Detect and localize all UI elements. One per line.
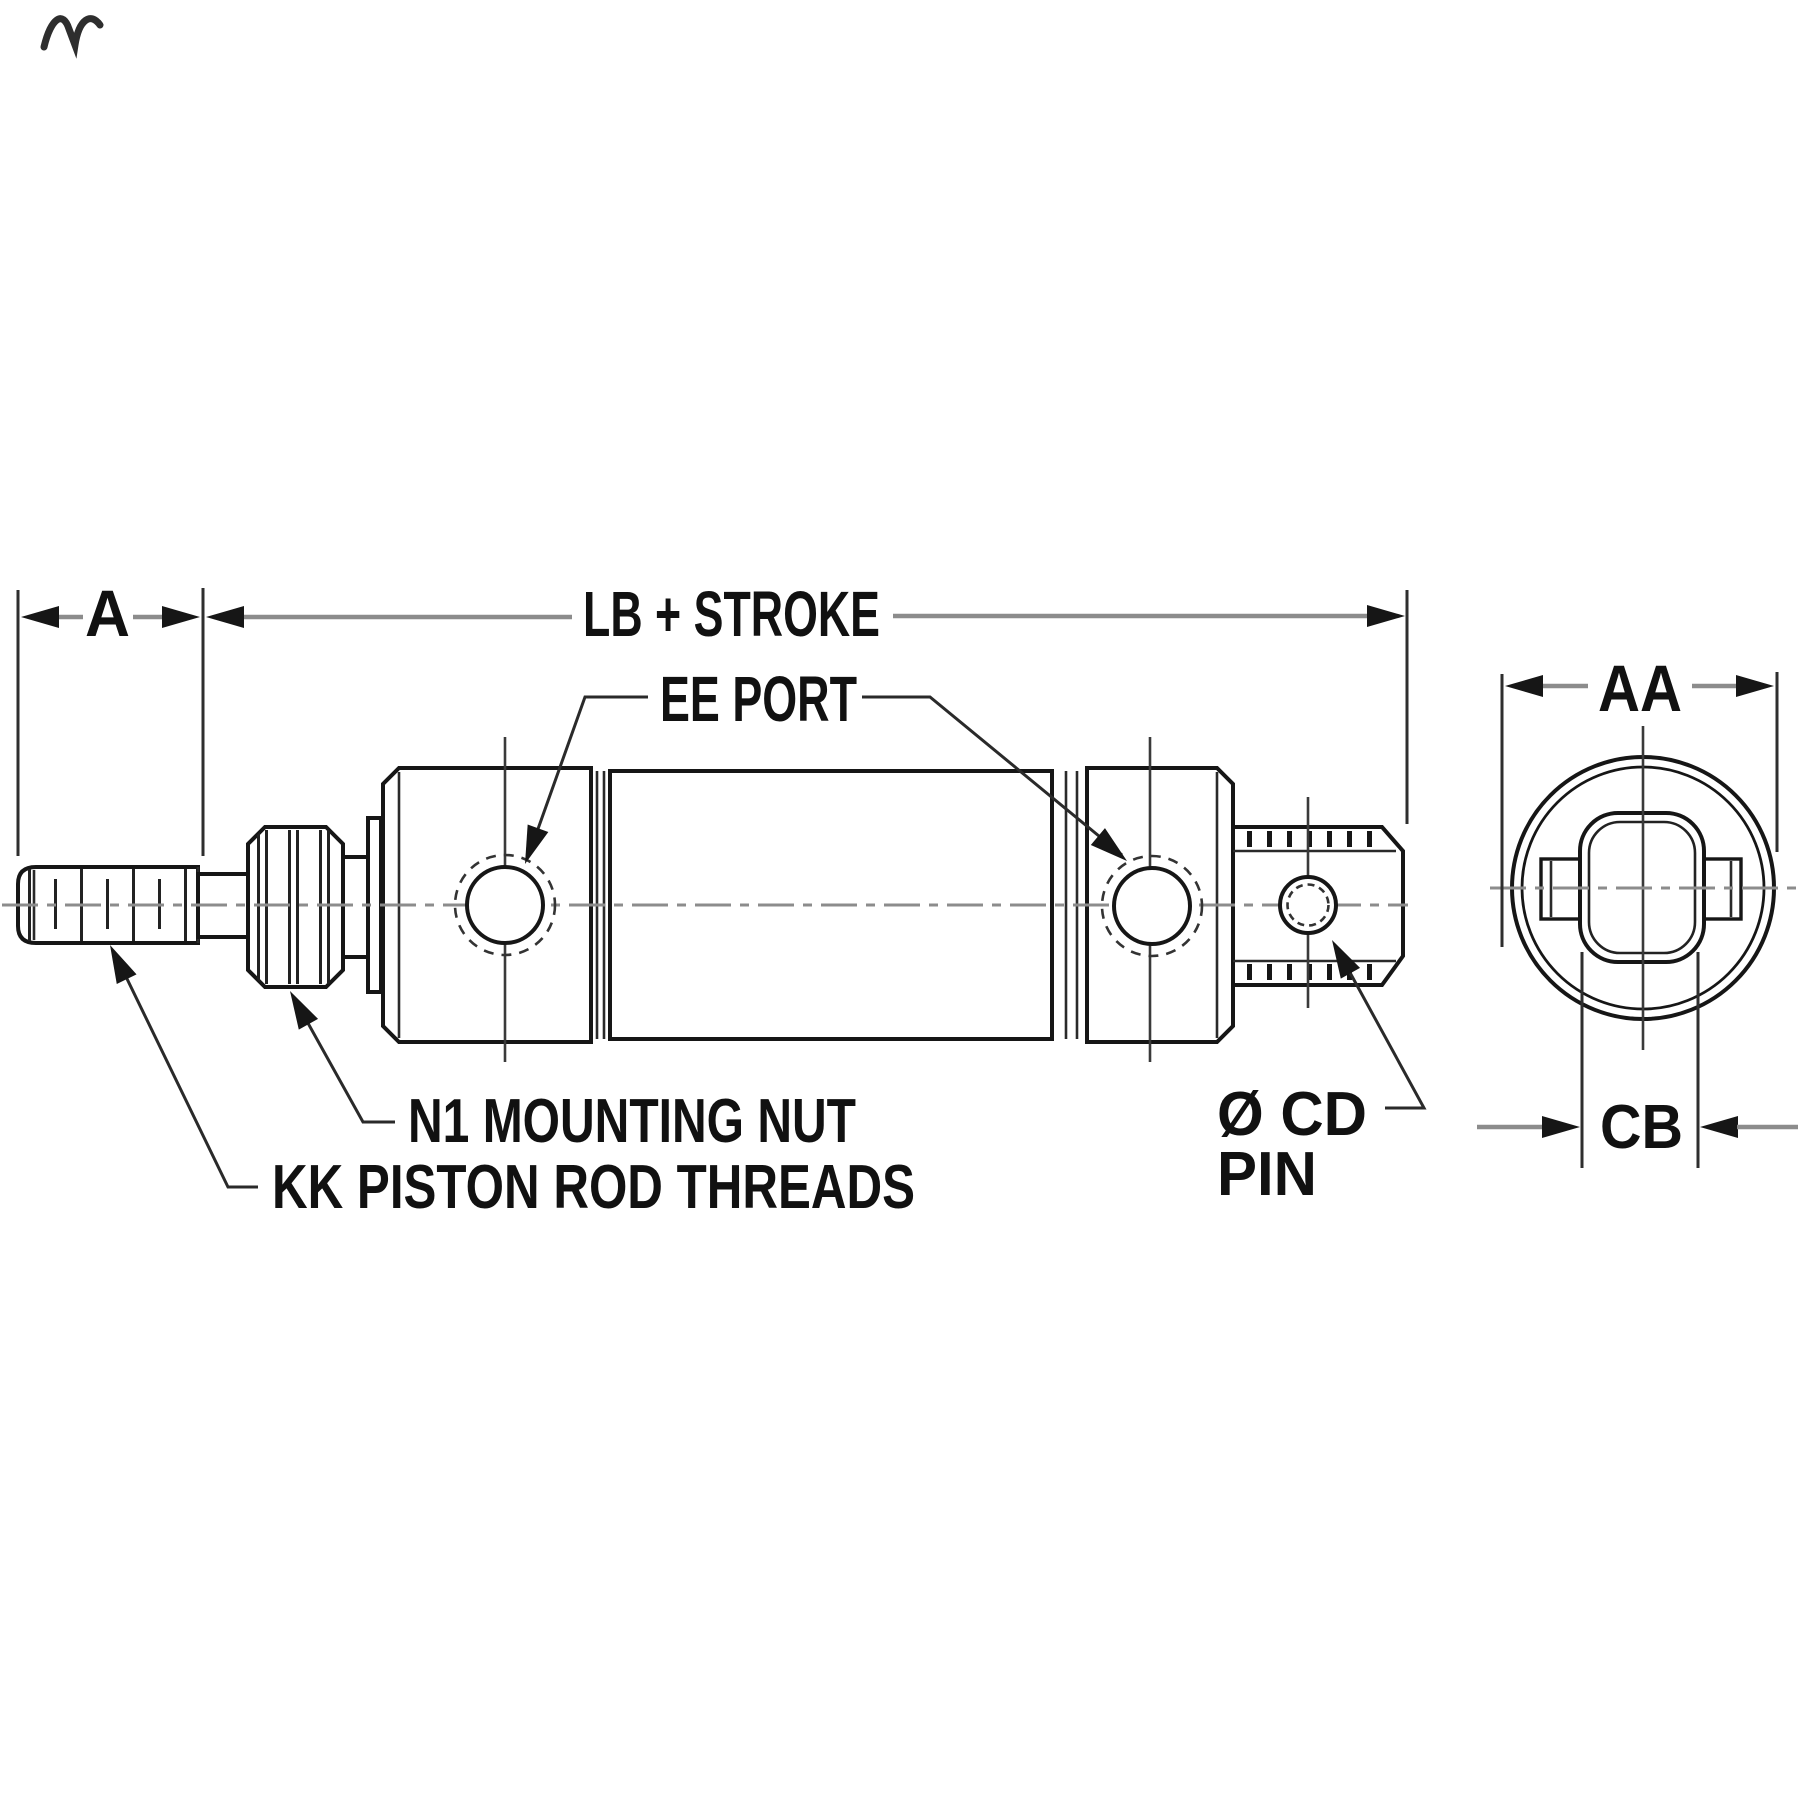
mounting-nut — [246, 825, 345, 989]
pin-dashed-circle — [1286, 883, 1330, 927]
dimension-a: A — [16, 576, 205, 856]
ee-arrow-right — [1090, 828, 1127, 861]
kk-arrow — [110, 945, 137, 984]
kk-label: KK PISTON ROD THREADS — [272, 1153, 915, 1222]
dim-cb-label: CB — [1600, 1093, 1683, 1162]
cb-arrow-right — [1700, 1116, 1738, 1138]
rod-thread-texture — [20, 869, 196, 941]
n1-arrow — [290, 991, 319, 1030]
cd-label: Ø CD — [1217, 1080, 1367, 1149]
ee-port-label: EE PORT — [660, 663, 857, 735]
aa-arrow-right — [1736, 675, 1774, 697]
ee-leader-right — [862, 695, 1123, 857]
n1-label: N1 MOUNTING NUT — [408, 1087, 856, 1156]
callout-cd-pin: Ø CD PIN — [1217, 940, 1427, 1209]
n1-leader — [292, 997, 395, 1124]
piston-rod — [16, 865, 200, 945]
dim-a-label: A — [85, 576, 130, 650]
cd-arrow — [1332, 940, 1361, 979]
cd-leader — [1334, 946, 1427, 1110]
rear-port-hole — [1100, 737, 1204, 1062]
dimension-cb: CB — [1477, 952, 1798, 1168]
side-view — [2, 737, 1408, 1062]
a-arrow-left — [21, 606, 59, 628]
lb-arrow-left — [206, 606, 244, 628]
callout-kk-rod-threads: KK PISTON ROD THREADS — [110, 945, 915, 1222]
rear-port-thread-circle — [1100, 854, 1204, 958]
pin-hole — [1278, 797, 1338, 1008]
callout-ee-port: EE PORT — [525, 663, 1127, 864]
clevis-serration-bottom — [1240, 964, 1382, 980]
a-arrow-right — [162, 606, 200, 628]
ee-leader-left — [526, 695, 648, 858]
stray-mark — [40, 15, 104, 59]
nut-collar — [341, 855, 372, 959]
aa-arrow-left — [1505, 675, 1543, 697]
dimension-aa: AA — [1500, 651, 1779, 947]
cb-arrow-left — [1542, 1116, 1580, 1138]
dimension-lb-stroke: LB + STROKE — [206, 578, 1409, 824]
callout-n1-mounting-nut: N1 MOUNTING NUT — [290, 991, 856, 1156]
lb-arrow-right — [1367, 605, 1405, 627]
nut-knurl-texture — [248, 827, 343, 987]
pin-label: PIN — [1217, 1140, 1317, 1209]
front-port-thread-circle — [453, 853, 557, 957]
kk-leader — [112, 951, 258, 1189]
ee-arrow-left — [525, 824, 549, 864]
front-port-hole — [453, 737, 557, 1062]
dim-lb-label: LB + STROKE — [583, 578, 880, 650]
dim-aa-label: AA — [1598, 651, 1682, 725]
clevis-serration-top — [1240, 831, 1382, 847]
end-view: AA CB — [1477, 651, 1798, 1168]
